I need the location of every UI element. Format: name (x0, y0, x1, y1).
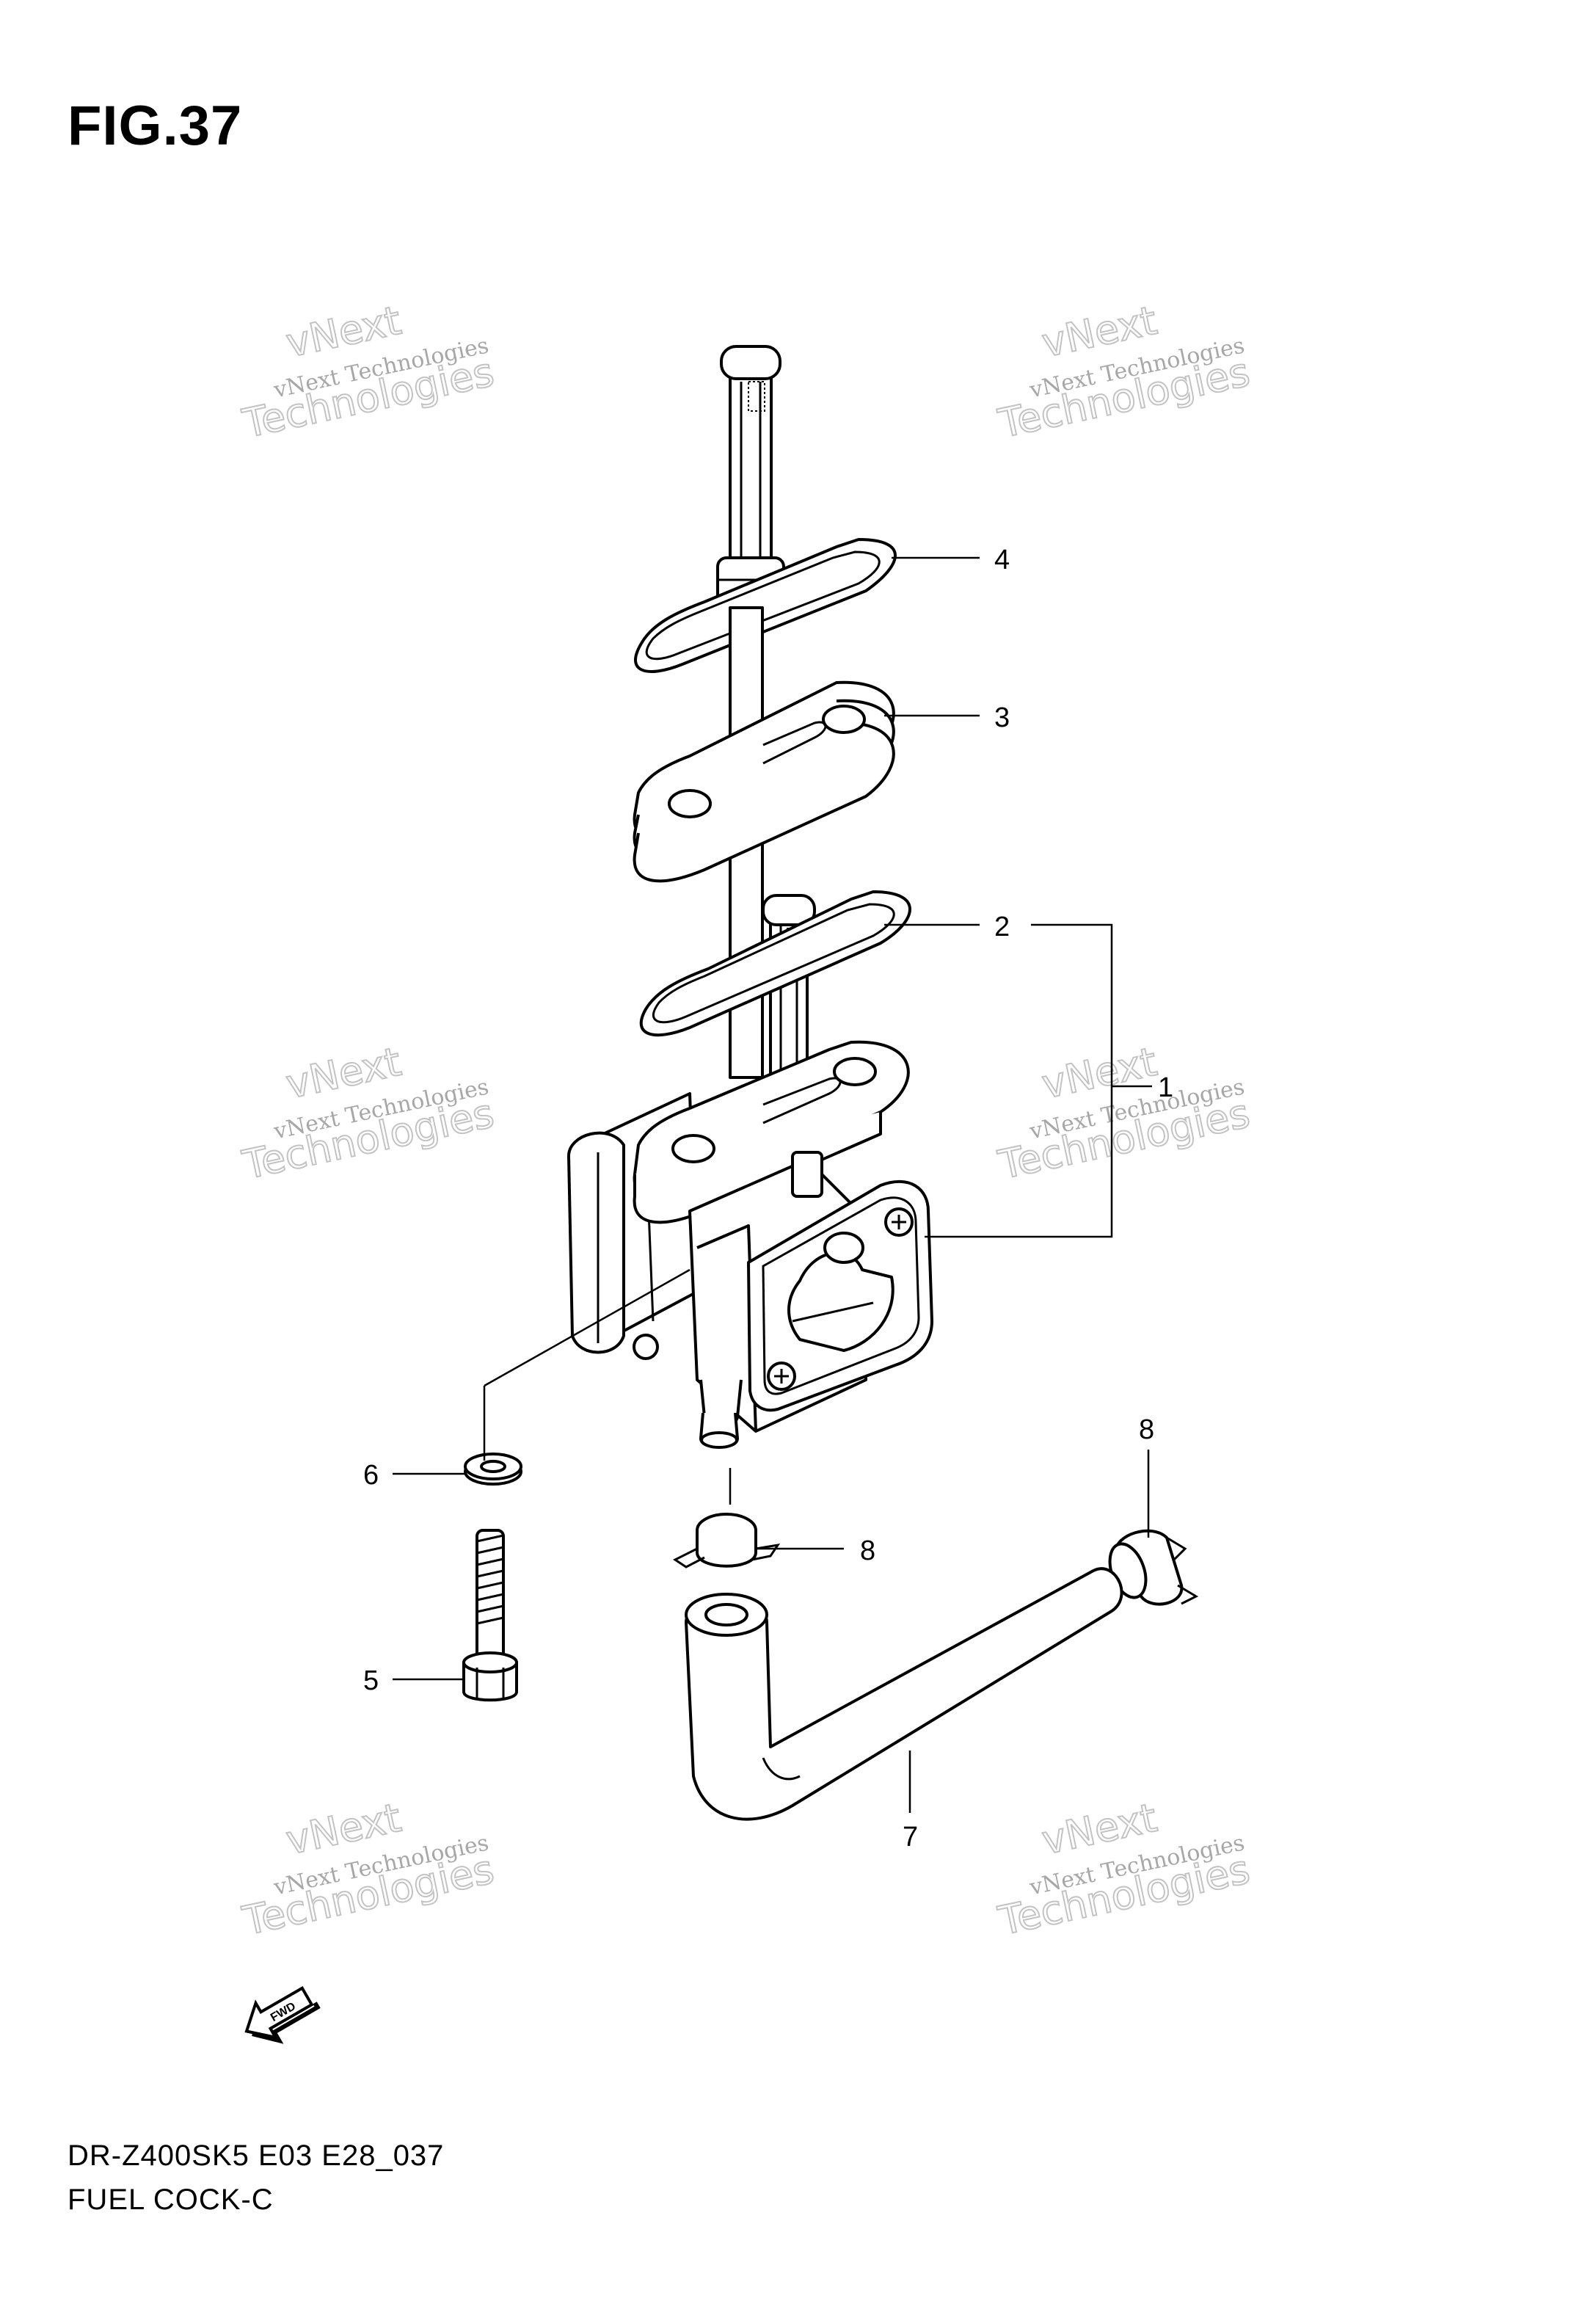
watermark-bottom-left: vNext Technologies vNext Technologies (238, 1794, 498, 1945)
o-ring-part-2 (639, 890, 911, 1037)
watermark-top-right: vNext Technologies vNext Technologies (994, 297, 1254, 448)
washer-part-6 (464, 1453, 522, 1486)
forward-arrow-icon: FWD (244, 1986, 321, 2044)
footer-part-name: FUEL COCK-C (68, 2184, 274, 2216)
clamp-part-8-lower (673, 1513, 781, 1568)
gasket-part-3 (633, 680, 895, 883)
leader-lines (393, 556, 1152, 1813)
bolt-part-5 (462, 1529, 518, 1702)
watermark-mid-left: vNext Technologies vNext Technologies (238, 1038, 498, 1189)
clamp-part-8-upper (1108, 1529, 1199, 1606)
footer-model-code: DR-Z400SK5 E03 E28_037 (68, 2140, 445, 2172)
callout-8-lower: 8 (860, 1535, 875, 1566)
callout-6: 6 (363, 1460, 379, 1491)
watermark-mid-right: vNext Technologies vNext Technologies (994, 1038, 1254, 1189)
callout-7: 7 (903, 1822, 918, 1853)
watermark-top-left: vNext Technologies vNext Technologies (238, 297, 498, 448)
o-ring-part-4 (634, 538, 897, 673)
filter-strainer (716, 345, 785, 611)
figure-title: FIG.37 (68, 95, 243, 157)
hose-part-7 (685, 1567, 1123, 1821)
callout-8-upper: 8 (1139, 1414, 1154, 1445)
callout-2: 2 (994, 912, 1010, 942)
callout-5: 5 (363, 1665, 379, 1696)
watermark-bottom-right: vNext Technologies vNext Technologies (994, 1794, 1254, 1945)
fuel-cock-body-part-1 (567, 1040, 933, 1449)
callout-3: 3 (994, 702, 1010, 733)
callout-1: 1 (1158, 1072, 1173, 1103)
callout-4: 4 (994, 545, 1010, 575)
